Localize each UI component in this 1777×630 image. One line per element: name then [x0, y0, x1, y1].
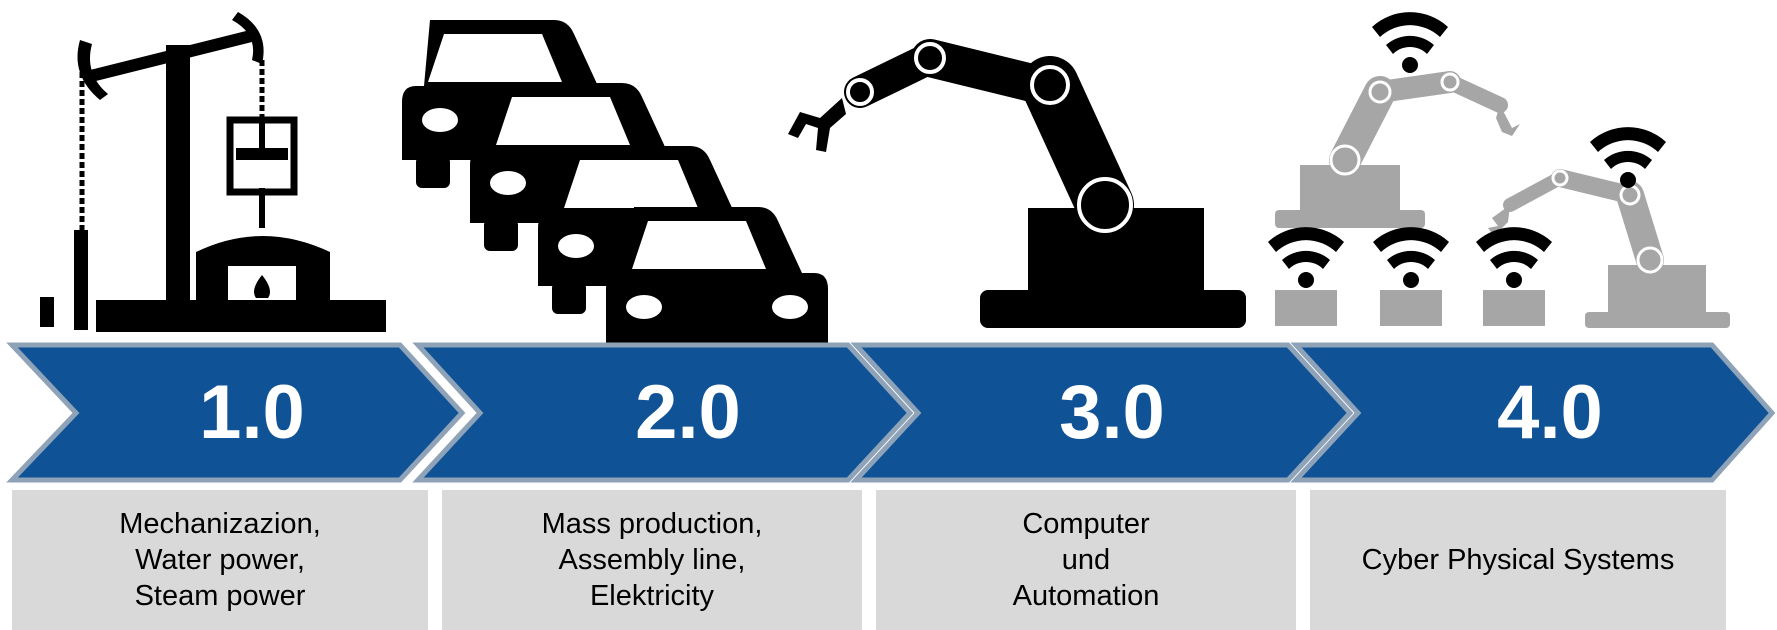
- stage-4-number: 4.0: [1497, 370, 1603, 455]
- stage-1-number: 1.0: [199, 370, 305, 455]
- car-assembly-line-icon: [402, 20, 828, 375]
- pump-jack-steam-engine-icon: [40, 12, 386, 332]
- stage-3-number: 3.0: [1059, 370, 1165, 455]
- chevron-arrows: [6, 342, 1776, 483]
- stage-2-number: 2.0: [635, 370, 741, 455]
- industrial-robot-arm-icon: [788, 39, 1246, 328]
- stage-1-description: Mechanizazion, Water power, Steam power: [12, 490, 428, 630]
- chevron-arrow-3: [850, 342, 1354, 483]
- stage-3-description: Computer und Automation: [876, 490, 1296, 630]
- stage-2-description: Mass production, Assembly line, Elektric…: [442, 490, 862, 630]
- chevron-arrow-1: [6, 342, 466, 483]
- chevron-arrow-4: [1290, 342, 1776, 483]
- chevron-arrow-2: [412, 342, 914, 483]
- stage-4-description: Cyber Physical Systems: [1310, 490, 1726, 630]
- networked-robots-wifi-icon: [1268, 12, 1730, 328]
